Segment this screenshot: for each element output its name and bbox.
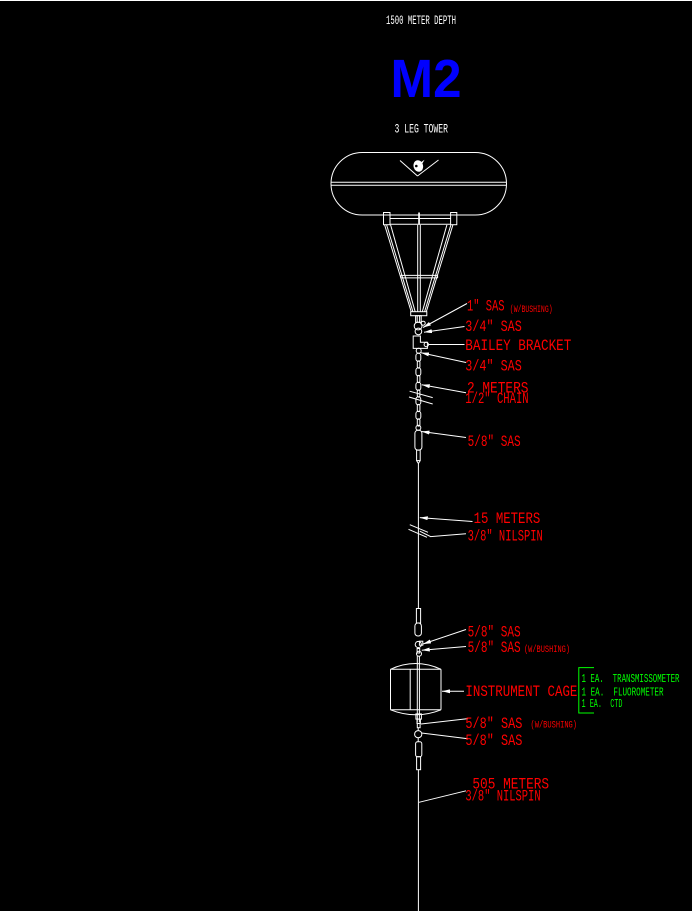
label-wire-505m-type: 3/8" NILSPIN — [465, 788, 540, 806]
leader-lines — [418, 303, 473, 803]
label-sas-34-upper: 3/4" SAS — [465, 318, 522, 336]
label-chain-2m-type: 1/2" CHAIN — [465, 390, 528, 408]
instrument-item-fluorometer: 1 EA. FLUOROMETER — [582, 686, 664, 700]
label-sas-58-bottom: 5/8" SAS — [465, 732, 522, 750]
label-sas-58-top: 5/8" SAS — [468, 433, 521, 451]
sas-fitting-mid — [414, 608, 422, 637]
label-sas-1in-note: (W/BUSHING) — [510, 304, 553, 316]
instrument-item-ctd: 1 EA. CTD — [582, 697, 623, 711]
label-sas-58-bushing-upper-note: (W/BUSHING) — [524, 644, 570, 656]
label-sas-34-lower: 3/4" SAS — [465, 358, 522, 376]
label-sas-58-mid: 5/8" SAS — [468, 624, 521, 642]
label-sas-58-bushing-upper: 5/8" SAS — [468, 639, 521, 657]
instrument-cage — [390, 656, 442, 723]
buoy-type-label: 3 LEG TOWER — [395, 122, 449, 137]
label-sas-58-bushing-lower-note: (W/BUSHING) — [531, 720, 578, 732]
label-instrument-cage: INSTRUMENT CAGE — [465, 683, 577, 701]
sas-fitting-top — [414, 429, 423, 464]
label-sas-58-bushing-lower: 5/8" SAS — [465, 715, 522, 733]
chain-2m — [415, 352, 422, 431]
shackle-below-bracket — [415, 347, 422, 354]
shackle-stack-above-cage — [414, 640, 424, 657]
depth-title: 1500 METER DEPTH — [386, 13, 456, 28]
instrument-item-transmissometer: 1 EA. TRANSMISSOMETER — [582, 672, 680, 686]
label-wire-505m-length: 505 METERS — [472, 776, 549, 794]
component-labels: 1" SAS (W/BUSHING) 3/4" SAS BAILEY BRACK… — [465, 298, 577, 806]
chain-break-marks — [408, 390, 433, 405]
sas-fitting-bottom — [415, 741, 423, 771]
wire-break-marks — [408, 524, 429, 538]
tower — [383, 212, 458, 317]
label-sas-1in: 1" SAS — [467, 298, 505, 316]
label-chain-2m-length: 2 METERS — [467, 380, 529, 398]
label-wire-15m-length: 15 METERS — [474, 510, 541, 528]
bird-emblem-icon — [399, 159, 439, 177]
shackle-stack-below-cage — [414, 713, 423, 742]
instrument-list-bracket — [578, 667, 594, 714]
instrument-list: 1 EA. TRANSMISSOMETER 1 EA. FLUOROMETER … — [578, 667, 680, 714]
mooring-name: M2 — [391, 50, 462, 109]
label-wire-15m-type: 3/8" NILSPIN — [468, 528, 543, 546]
label-bailey-bracket: BAILEY BRACKET — [465, 337, 571, 355]
shackle-stack-top — [413, 315, 426, 336]
